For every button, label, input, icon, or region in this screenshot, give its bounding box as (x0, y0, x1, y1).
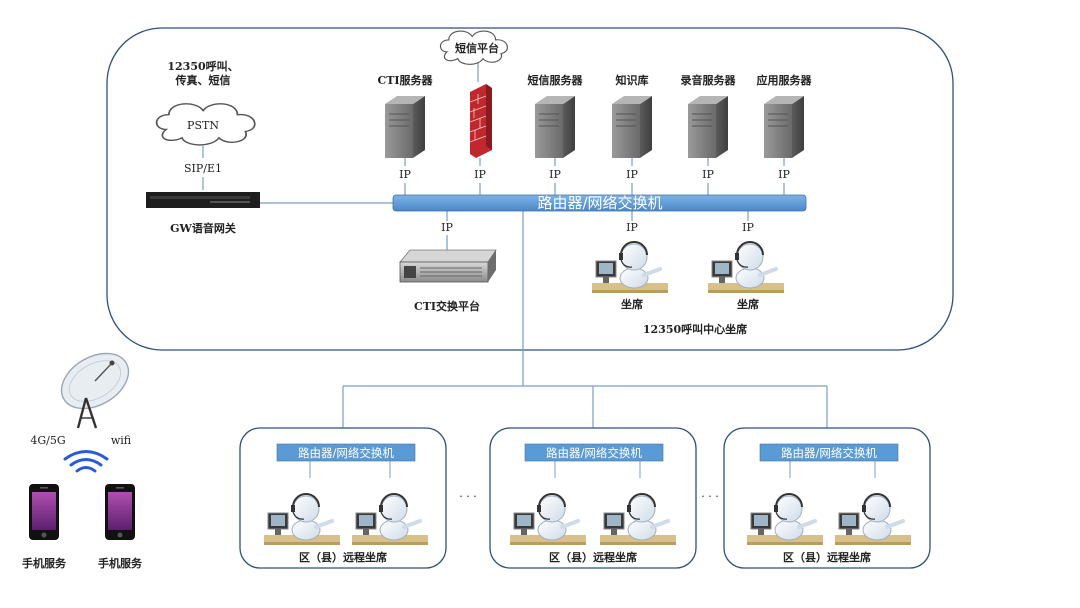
mobile-phone-icon (105, 484, 135, 540)
firewall-icon (469, 84, 492, 158)
mobile-phone-icon (29, 484, 59, 540)
ip-label-cti-server: IP (399, 168, 411, 181)
remote-agent-icon (350, 492, 430, 547)
remote-agents-caption: 区（县）远程坐席 (549, 550, 637, 564)
remote-agent-group: 路由器/网络交换机 区（县）远程坐席 (239, 427, 447, 569)
center-agent-label: 坐席 (737, 297, 759, 311)
satellite-dish-icon (60, 352, 130, 429)
cti-switching-platform-label: CTI交换平台 (414, 299, 480, 313)
ip-label-firewall: IP (474, 168, 486, 181)
center-agent-icon (590, 240, 670, 295)
remote-agents-caption: 区（县）远程坐席 (299, 550, 387, 564)
sms-platform-label: 短信平台 (455, 41, 499, 55)
connector-lines (202, 36, 828, 428)
remote-agent-group: 路由器/网络交换机 区（县）远程坐席 (723, 427, 931, 569)
knowledge-base-server-icon (611, 95, 653, 159)
remote-router-switch-label: 路由器/网络交换机 (781, 446, 877, 460)
ip-label-knowledge-base: IP (626, 168, 638, 181)
cti-server-icon (384, 95, 426, 159)
center-agent-label: 坐席 (621, 297, 643, 311)
cti-switching-platform-icon (399, 249, 497, 283)
mobile-service-label: 手机服务 (98, 556, 143, 570)
remote-group-ellipsis: · · · (459, 490, 476, 503)
remote-agent-group: 路由器/网络交换机 区（县）远程坐席 (489, 427, 697, 569)
center-agents-caption: 12350呼叫中心坐席 (643, 322, 747, 336)
server-label-recording: 录音服务器 (681, 73, 737, 87)
mobile-wifi-label: wifi (111, 434, 132, 447)
sip-e1-label: SIP/E1 (184, 162, 222, 175)
server-label-application: 应用服务器 (757, 73, 813, 87)
sms-server-icon (534, 95, 576, 159)
recording-server-icon (687, 95, 729, 159)
remote-agent-icon (833, 492, 913, 547)
remote-router-switch-label: 路由器/网络交换机 (298, 446, 394, 460)
wifi-signal-icon (63, 450, 109, 473)
remote-agent-icon (262, 492, 342, 547)
gateway-label: GW语音网关 (170, 221, 236, 235)
mobile-service-label: 手机服务 (22, 556, 67, 570)
server-label-sms: 短信服务器 (528, 73, 584, 87)
voice-gateway-icon (146, 192, 260, 208)
server-label-cti: CTI服务器 (377, 73, 433, 87)
remote-agents-caption: 区（县）远程坐席 (783, 550, 871, 564)
main-router-switch-bar (392, 194, 807, 212)
server-label-knowledge: 知识库 (615, 73, 649, 87)
pstn-caption-line1: 12350呼叫、 (167, 59, 238, 73)
remote-group-ellipsis: · · · (701, 490, 718, 503)
ip-label-sms-server: IP (549, 168, 561, 181)
pstn-caption-line2: 传真、短信 (175, 73, 231, 87)
ip-label-center-agent-1: IP (626, 221, 638, 234)
application-server-icon (763, 95, 805, 159)
ip-label-center-agent-2: IP (742, 221, 754, 234)
main-router-switch-label: 路由器/网络交换机 (537, 194, 662, 212)
ip-label-recording-server: IP (702, 168, 714, 181)
mobile-4g5g-label: 4G/5G (30, 434, 65, 447)
remote-agent-icon (508, 492, 588, 547)
central-network-boundary (106, 27, 954, 351)
remote-agent-icon (745, 492, 825, 547)
pstn-label: PSTN (187, 119, 219, 132)
ip-label-application-server: IP (778, 168, 790, 181)
remote-router-switch-label: 路由器/网络交换机 (546, 446, 642, 460)
ip-label-cti-platform: IP (441, 221, 453, 234)
remote-agent-icon (598, 492, 678, 547)
center-agent-icon (706, 240, 786, 295)
